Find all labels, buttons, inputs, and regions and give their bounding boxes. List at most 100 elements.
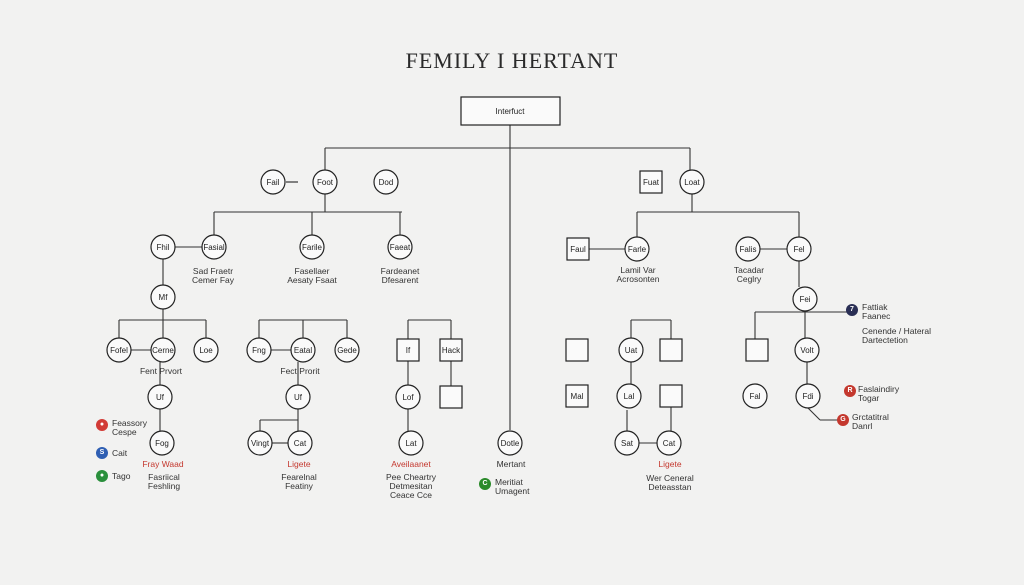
node-label: Fog bbox=[155, 439, 169, 448]
node-label: Fail bbox=[267, 178, 280, 187]
node-sat[interactable]: Sat bbox=[614, 430, 640, 456]
node-label: Mf bbox=[159, 293, 169, 302]
node-label: Lat bbox=[405, 439, 417, 448]
node-label: Hack bbox=[442, 346, 461, 355]
node-if[interactable]: If bbox=[396, 338, 420, 362]
label-lamil-var: Lamil Var Acrosonten bbox=[616, 265, 660, 284]
node-mal[interactable]: Mal bbox=[565, 384, 589, 408]
node-label: Fdi bbox=[802, 392, 813, 401]
node-label: Mal bbox=[571, 392, 584, 401]
node-label: Cerne bbox=[152, 346, 174, 355]
node-label: Fel bbox=[793, 245, 804, 254]
node-label: Fofel bbox=[110, 346, 128, 355]
label-meritiat: Meritiat Umagent bbox=[495, 477, 530, 496]
node-box4[interactable] bbox=[745, 338, 769, 362]
root-node[interactable]: Interfuct bbox=[460, 96, 561, 126]
globe-icon: ● bbox=[96, 470, 108, 482]
label-red-ligete: Ligete bbox=[287, 459, 311, 469]
label-fearelnal: Fearelnal Featiny bbox=[281, 472, 317, 491]
node-label: Dotle bbox=[501, 439, 520, 448]
dark-badge-icon: 7 bbox=[846, 304, 858, 316]
label-fasellaer: Fasellaer Aesaty Fsaat bbox=[287, 266, 337, 285]
node-box2[interactable] bbox=[659, 338, 683, 362]
node-label: Cat bbox=[663, 439, 676, 448]
node-cerne[interactable]: Cerne bbox=[150, 337, 176, 363]
node-label: Lal bbox=[624, 392, 635, 401]
node-dotle[interactable]: Dotle bbox=[497, 430, 523, 456]
node-fasial[interactable]: Fasial bbox=[201, 234, 227, 260]
node-label: Fuat bbox=[643, 178, 660, 187]
node-label: Faeat bbox=[390, 243, 411, 252]
node-fuat[interactable]: Fuat bbox=[639, 170, 663, 194]
node-hack[interactable]: Hack bbox=[439, 338, 463, 362]
node-dod[interactable]: Dod bbox=[373, 169, 399, 195]
node-label: Faul bbox=[570, 245, 586, 254]
label-fect-prorit: Fect Prorit bbox=[280, 366, 320, 376]
node-box1[interactable] bbox=[565, 338, 589, 362]
node-eatal[interactable]: Eatal bbox=[290, 337, 316, 363]
node-faul[interactable]: Faul bbox=[566, 237, 590, 261]
node-loe[interactable]: Loe bbox=[193, 337, 219, 363]
node-uat[interactable]: Uat bbox=[618, 337, 644, 363]
node-label: If bbox=[406, 346, 411, 355]
node-lal[interactable]: Lal bbox=[616, 383, 642, 409]
node-label: Gede bbox=[337, 346, 357, 355]
node-label: Fhil bbox=[157, 243, 170, 252]
node-volt[interactable]: Volt bbox=[794, 337, 820, 363]
green-badge-icon: C bbox=[479, 478, 491, 490]
node-fog[interactable]: Fog bbox=[149, 430, 175, 456]
node-fal[interactable]: Fal bbox=[742, 383, 768, 409]
node-fdi[interactable]: Fdi bbox=[795, 383, 821, 409]
node-label: Uf bbox=[294, 393, 303, 402]
label-mertant: Mertant bbox=[496, 459, 526, 469]
node-label: Vingt bbox=[251, 439, 270, 448]
node-foot[interactable]: Foot bbox=[312, 169, 338, 195]
node-label: Farile bbox=[302, 243, 323, 252]
node-lof_box[interactable] bbox=[439, 385, 463, 409]
node-label: Eatal bbox=[294, 346, 312, 355]
label-red-aveilaanet: Aveilaanet bbox=[391, 459, 431, 469]
red-badge-icon: R bbox=[844, 385, 856, 397]
node-gede[interactable]: Gede bbox=[334, 337, 360, 363]
node-label: Fasial bbox=[203, 243, 225, 252]
node-fei[interactable]: Fei bbox=[792, 286, 818, 312]
legend-item-3: Tago bbox=[112, 471, 131, 481]
label-wer-ceneral: Wer Ceneral Deteasstan bbox=[646, 473, 694, 492]
node-fel[interactable]: Fel bbox=[786, 236, 812, 262]
node-vingt[interactable]: Vingt bbox=[247, 430, 273, 456]
edges bbox=[118, 125, 855, 444]
node-farile[interactable]: Farile bbox=[299, 234, 325, 260]
node-label: Dod bbox=[379, 178, 394, 187]
node-farle[interactable]: Farle bbox=[624, 236, 650, 262]
label-faslaindiry: Faslaindiry Togar bbox=[858, 384, 900, 403]
node-fofel[interactable]: Fofel bbox=[106, 337, 132, 363]
node-cat2[interactable]: Cat bbox=[656, 430, 682, 456]
node-box3[interactable] bbox=[659, 384, 683, 408]
legend-item-2: Cait bbox=[112, 448, 128, 458]
node-mf[interactable]: Mf bbox=[150, 284, 176, 310]
node-faeat[interactable]: Faeat bbox=[387, 234, 413, 260]
node-uf2[interactable]: Uf bbox=[285, 384, 311, 410]
label-red-ligete-2: Ligete bbox=[658, 459, 682, 469]
label-fent-prvort: Fent Prvort bbox=[139, 366, 183, 376]
node-label: Falis bbox=[740, 245, 757, 254]
node-label: Farle bbox=[628, 245, 647, 254]
node-uf1[interactable]: Uf bbox=[147, 384, 173, 410]
node-label: Fei bbox=[799, 295, 810, 304]
node-fail[interactable]: Fail bbox=[260, 169, 286, 195]
label-fasriical: Fasriical Feshling bbox=[147, 472, 181, 491]
node-loat[interactable]: Loat bbox=[679, 169, 705, 195]
red-badge-2-icon: G bbox=[837, 414, 849, 426]
node-lof[interactable]: Lof bbox=[395, 384, 421, 410]
label-grctatitral: Grctatitral Danrl bbox=[852, 412, 889, 431]
node-fng[interactable]: Fng bbox=[246, 337, 272, 363]
stack-icon: S bbox=[96, 447, 108, 459]
node-fhil[interactable]: Fhil bbox=[150, 234, 176, 260]
edge bbox=[807, 407, 821, 421]
node-lat[interactable]: Lat bbox=[398, 430, 424, 456]
node-label: Uf bbox=[156, 393, 165, 402]
node-cat1[interactable]: Cat bbox=[287, 430, 313, 456]
node-falis[interactable]: Falis bbox=[735, 236, 761, 262]
root-label: Interfuct bbox=[496, 107, 526, 116]
